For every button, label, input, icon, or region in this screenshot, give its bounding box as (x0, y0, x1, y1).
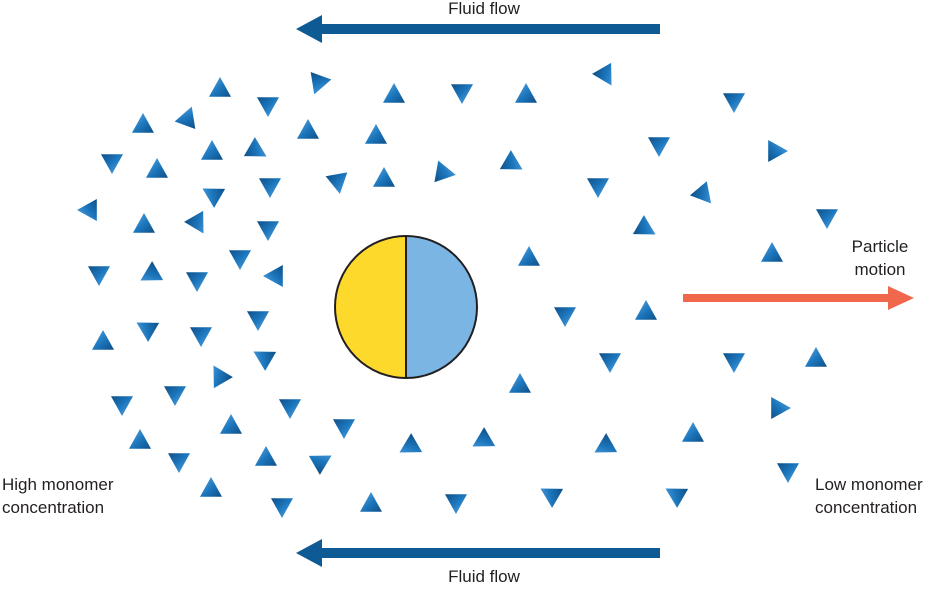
monomer-triangle-icon (77, 199, 97, 221)
monomer-triangle-icon (263, 265, 283, 287)
monomer-triangle-icon (499, 150, 523, 170)
monomer-triangle-icon (308, 455, 332, 475)
monomer-triangle-icon (101, 154, 123, 174)
particle-half-blue (406, 236, 477, 378)
monomer-triangle-icon (253, 351, 277, 371)
monomer-triangle-icon (257, 221, 279, 241)
monomer-triangle-icon (509, 373, 531, 393)
monomer-triangle-icon (365, 124, 387, 144)
monomer-triangle-icon (360, 492, 382, 512)
monomer-triangle-icon (451, 84, 473, 104)
monomer-triangle-icon (587, 178, 609, 198)
fluid-flow-label-bottom: Fluid flow (448, 567, 521, 586)
monomer-triangle-icon (373, 167, 395, 187)
monomer-triangle-icon (220, 414, 242, 434)
monomer-triangle-icon (310, 71, 332, 95)
monomer-triangle-icon (243, 137, 267, 157)
high-monomer-label-line2: concentration (2, 498, 104, 517)
monomer-triangle-icon (632, 215, 656, 235)
monomer-triangle-icon (515, 83, 537, 103)
monomer-triangle-icon (92, 330, 114, 350)
monomer-triangle-icon (768, 140, 788, 162)
monomer-triangle-icon (190, 327, 212, 347)
monomer-triangle-icon (136, 322, 160, 342)
monomer-triangle-icon (186, 272, 208, 292)
fluid-flow-arrow-bottom (296, 539, 660, 567)
monomer-triangle-icon (554, 307, 576, 327)
monomer-triangle-icon (129, 429, 151, 449)
monomer-triangle-icon (594, 433, 618, 453)
monomer-triangle-icon (174, 106, 196, 130)
low-monomer-label-line2: concentration (815, 498, 917, 517)
monomer-triangle-icon (164, 386, 186, 406)
particle-motion-label-line1: Particle (852, 237, 909, 256)
monomer-triangle-icon (257, 97, 279, 117)
monomer-triangle-icon (200, 477, 222, 497)
monomer-triangle-icon (88, 266, 110, 286)
monomer-triangle-icon (761, 242, 783, 262)
monomer-triangle-icon (816, 209, 838, 229)
monomer-triangle-icon (723, 353, 745, 373)
fluid-flow-label-top: Fluid flow (448, 0, 521, 18)
janus-particle (334, 235, 478, 379)
monomer-triangle-icon (540, 488, 564, 508)
monomer-triangle-icon (399, 433, 423, 453)
monomer-triangle-icon (201, 140, 223, 160)
low-monomer-label-line1: Low monomer (815, 475, 923, 494)
monomer-field (77, 62, 838, 518)
monomer-triangle-icon (209, 77, 231, 97)
monomer-triangle-icon (599, 353, 621, 373)
monomer-triangle-icon (682, 422, 704, 442)
monomer-triangle-icon (771, 397, 791, 419)
monomer-triangle-icon (635, 300, 657, 320)
monomer-triangle-icon (472, 427, 496, 447)
monomer-triangle-icon (665, 488, 689, 508)
monomer-triangle-icon (213, 365, 233, 389)
monomer-triangle-icon (805, 347, 827, 367)
monomer-triangle-icon (202, 188, 226, 208)
monomer-triangle-icon (383, 83, 405, 103)
particle-motion-label-line2: motion (854, 260, 905, 279)
monomer-triangle-icon (689, 181, 712, 204)
monomer-triangle-icon (229, 250, 251, 270)
fluid-flow-arrow-top (296, 15, 660, 43)
monomer-triangle-icon (133, 213, 155, 233)
monomer-triangle-icon (518, 246, 540, 266)
monomer-triangle-icon (247, 311, 269, 331)
monomer-triangle-icon (168, 453, 190, 473)
monomer-triangle-icon (777, 463, 799, 483)
monomer-triangle-icon (259, 178, 281, 198)
monomer-triangle-icon (279, 399, 301, 419)
particle-motion-arrow (683, 286, 914, 310)
monomer-triangle-icon (184, 210, 204, 234)
monomer-triangle-icon (333, 419, 355, 439)
monomer-triangle-icon (255, 446, 277, 466)
monomer-triangle-icon (723, 93, 745, 113)
monomer-triangle-icon (325, 172, 348, 194)
monomer-triangle-icon (445, 494, 467, 514)
monomer-triangle-icon (111, 396, 133, 416)
monomer-triangle-icon (146, 158, 168, 178)
monomer-triangle-icon (297, 119, 319, 139)
monomer-triangle-icon (434, 160, 456, 183)
monomer-triangle-icon (271, 498, 293, 518)
monomer-triangle-icon (132, 113, 154, 133)
high-monomer-label-line1: High monomer (2, 475, 114, 494)
particle-half-yellow (335, 236, 406, 378)
monomer-triangle-icon (140, 261, 164, 281)
monomer-triangle-icon (648, 137, 670, 157)
monomer-triangle-icon (592, 62, 612, 86)
